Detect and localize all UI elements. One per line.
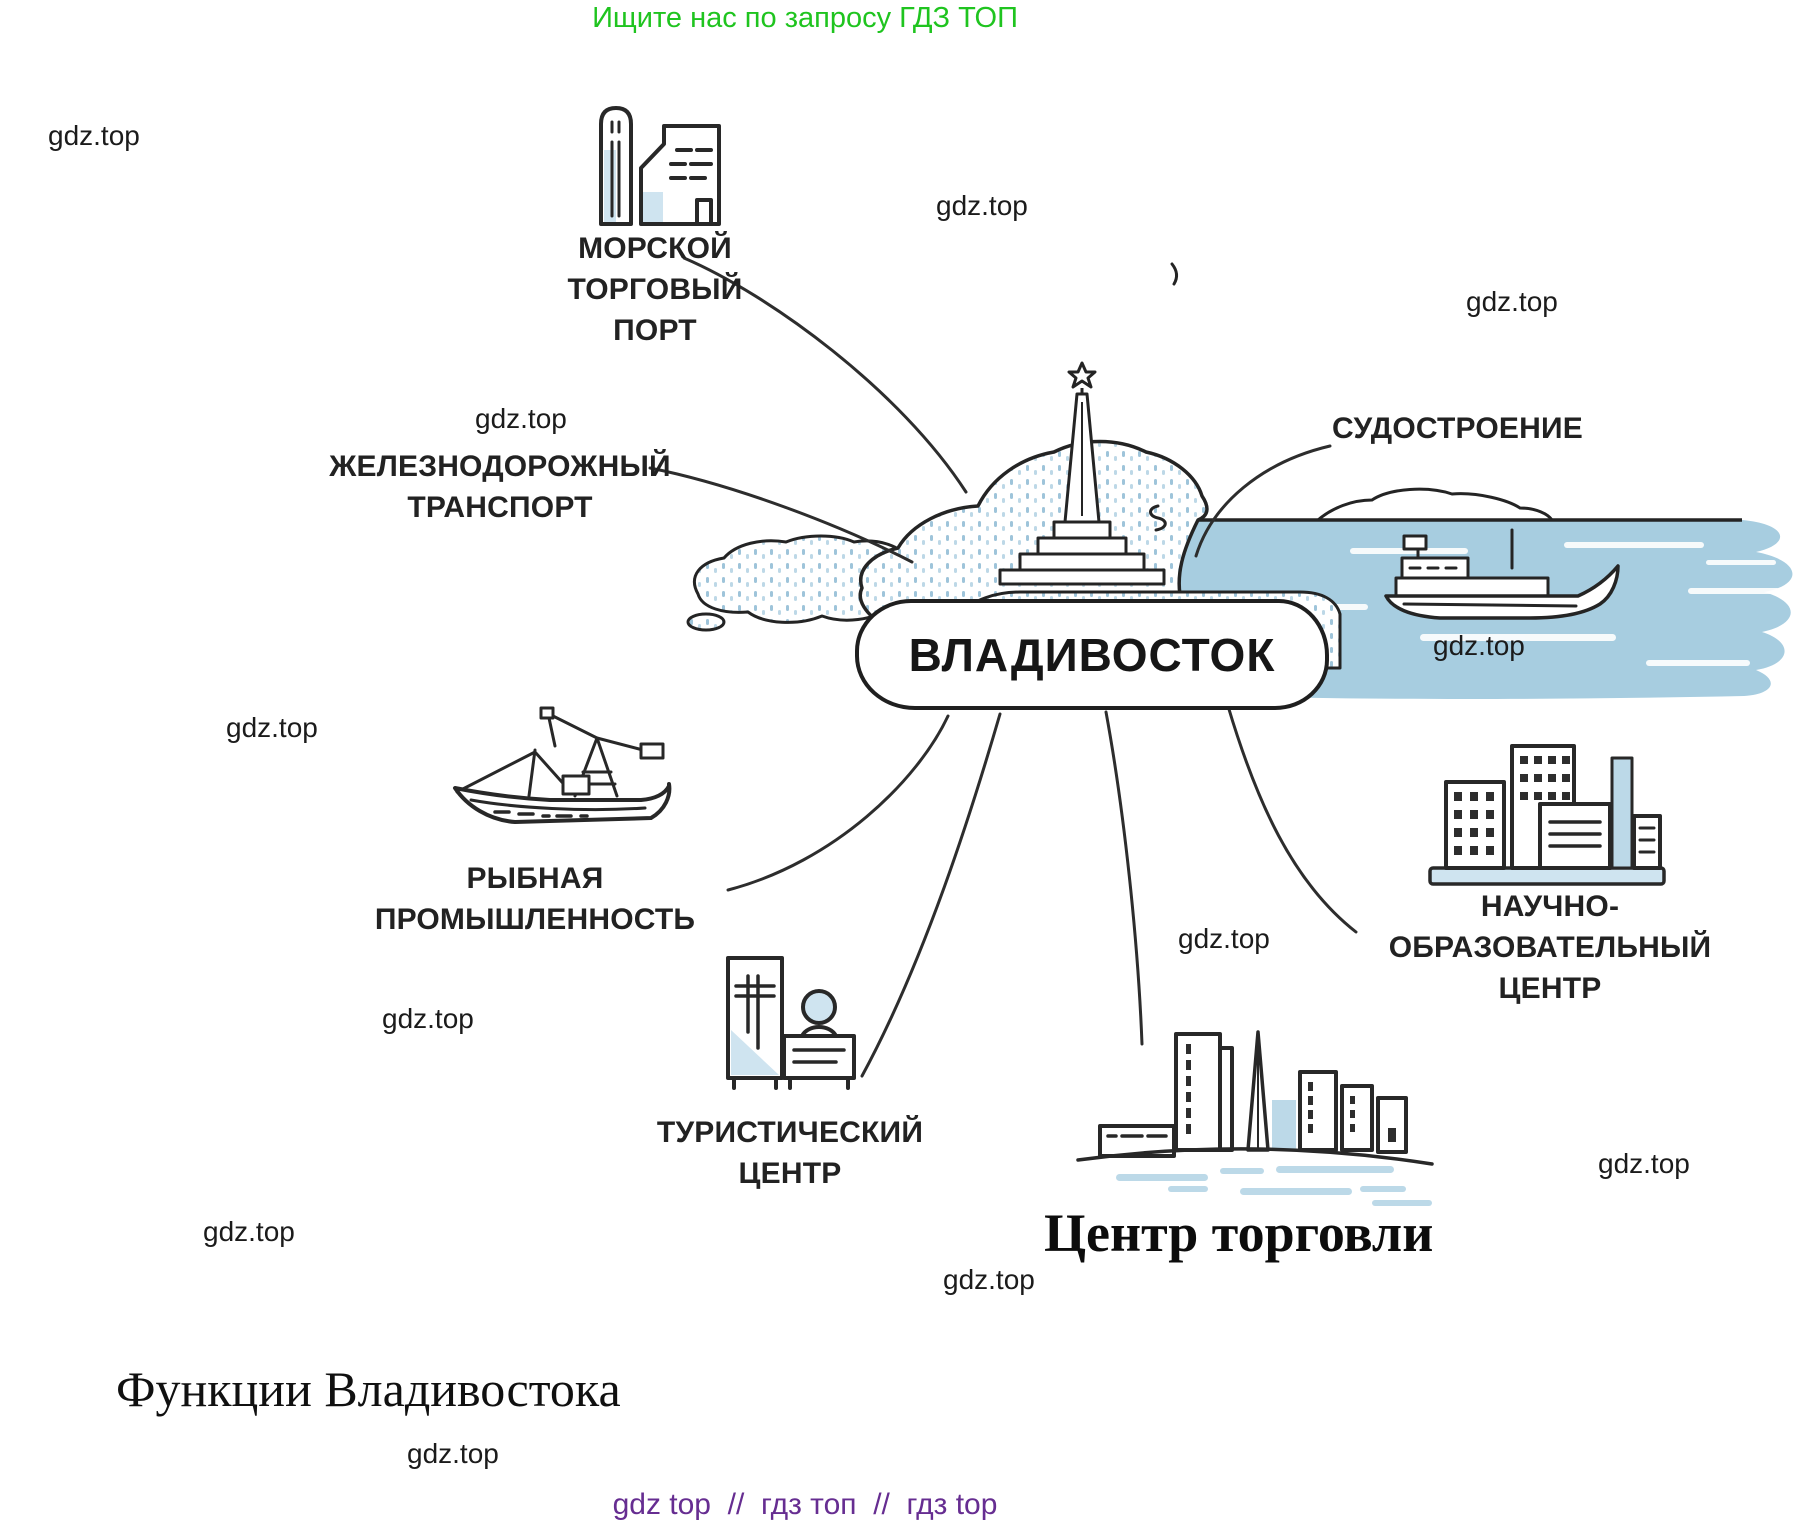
label-shipbuilding: СУДОСТРОЕНИЕ	[1332, 412, 1583, 445]
city-skyline-icon	[1076, 1030, 1434, 1206]
vladivostok-bubble: ВЛАДИВОСТОК	[855, 599, 1329, 710]
watermark: gdz.top	[203, 1216, 295, 1247]
connector-tourist	[860, 712, 1002, 1078]
watermark: gdz.top	[1598, 1148, 1690, 1179]
science-center-icon	[1428, 744, 1666, 886]
label-fishing: РЫБНАЯ ПРОМЫШЛЕННОСТЬ	[374, 862, 696, 936]
watermark: gdz.top	[1433, 630, 1525, 661]
ship-icon	[1384, 528, 1620, 620]
promo-header: Ищите нас по запросу ГДЗ ТОП	[592, 2, 1018, 34]
label-science: НАУЧНО- ОБРАЗОВАТЕЛЬНЫЙ ЦЕНТР	[1388, 890, 1712, 1005]
tourist-center-icon	[726, 956, 856, 1090]
label-trade-center: Центр торговли	[1044, 1203, 1434, 1263]
footer-brand: gdz top // гдз топ // гдз top	[612, 1488, 998, 1521]
watermark: gdz.top	[407, 1438, 499, 1469]
label-tourist: ТУРИСТИЧЕСКИЙ ЦЕНТР	[656, 1116, 924, 1190]
label-railway: ЖЕЛЕЗНОДОРОЖНЫЙ ТРАНСПОРТ	[329, 450, 671, 524]
watermark: gdz.top	[226, 712, 318, 743]
coast-detail	[1149, 504, 1167, 532]
connector-fishing	[726, 714, 950, 892]
connector-science	[1226, 704, 1358, 934]
connector-trade	[1104, 710, 1144, 1046]
monument-icon	[998, 361, 1166, 586]
page-title: Функции Владивостока	[116, 1361, 621, 1417]
sea-port-icon	[599, 106, 721, 226]
watermark: gdz.top	[475, 403, 567, 434]
watermark: gdz.top	[1178, 923, 1270, 954]
watermark: gdz.top	[936, 190, 1028, 221]
watermark: gdz.top	[382, 1003, 474, 1034]
connector-shipbuilding	[1194, 444, 1332, 558]
label-sea-port: МОРСКОЙ ТОРГОВЫЙ ПОРТ	[567, 232, 743, 347]
watermark: gdz.top	[943, 1264, 1035, 1295]
watermark: gdz.top	[1466, 286, 1558, 317]
distant-hill	[1313, 487, 1555, 522]
vladivostok-label: ВЛАДИВОСТОК	[908, 628, 1276, 681]
watermark: gdz.top	[48, 120, 140, 151]
fishing-boat-icon	[453, 706, 672, 824]
